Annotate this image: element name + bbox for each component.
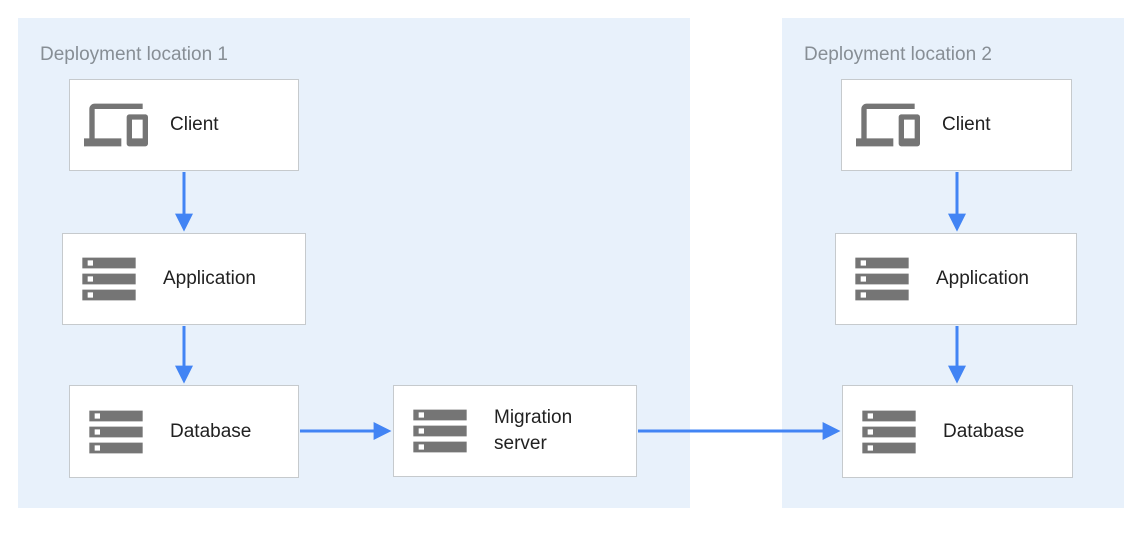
server-stack-icon xyxy=(82,257,136,301)
deployment-location-1-label: Deployment location 1 xyxy=(40,44,228,65)
server-stack-icon xyxy=(89,410,143,453)
server-stack-icon xyxy=(855,257,909,301)
node-application-2: Application xyxy=(835,233,1077,325)
node-label: Application xyxy=(163,268,256,289)
node-client-1: Client xyxy=(69,79,299,171)
node-database-2: Database xyxy=(842,385,1073,478)
node-client-2: Client xyxy=(841,79,1072,171)
server-stack-icon xyxy=(413,409,467,453)
server-stack-icon xyxy=(862,410,916,453)
node-application-1: Application xyxy=(62,233,306,325)
node-migration-server: Migration server xyxy=(393,385,637,477)
node-database-1: Database xyxy=(69,385,299,478)
node-label: Application xyxy=(936,268,1029,289)
devices-icon xyxy=(856,103,920,147)
devices-icon xyxy=(84,103,148,147)
node-label: Database xyxy=(170,420,252,442)
node-label: Migration server xyxy=(494,407,573,454)
deployment-location-2-label: Deployment location 2 xyxy=(804,44,992,65)
node-label: Database xyxy=(943,420,1025,442)
node-label: Client xyxy=(942,114,991,135)
node-label: Client xyxy=(170,114,219,135)
